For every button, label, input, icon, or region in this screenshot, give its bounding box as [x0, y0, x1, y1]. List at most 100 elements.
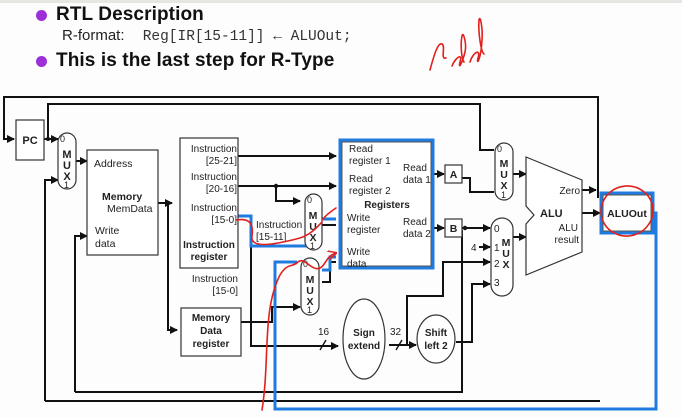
shift-left-2-unit: Shift left 2 [416, 314, 456, 364]
svg-text:data: data [347, 259, 367, 270]
register-file: Read register 1 Read register 2 Register… [341, 141, 432, 270]
slide-top-edge [0, 0, 682, 3]
bullet-title: This is the last step for R-Type [56, 50, 335, 71]
svg-text:[25-21]: [25-21] [206, 156, 237, 167]
svg-text:ALUOut: ALUOut [607, 208, 647, 220]
mux-memtoreg: 0 M U X 1 [300, 257, 320, 316]
svg-text:Read: Read [403, 163, 427, 174]
svg-text:1: 1 [501, 190, 506, 200]
bullet-title: RTL Description [56, 4, 204, 25]
instr-15-11-label: Instruction [256, 220, 302, 231]
svg-text:data 1: data 1 [403, 175, 431, 186]
handwritten-add-annotation [429, 17, 485, 71]
bullet-list: RTL Description [36, 4, 204, 26]
svg-text:Read: Read [349, 144, 373, 155]
mux-alu-src-b: 0 1 2 3 M U X [490, 217, 514, 297]
rtl-format-label: R-format: [62, 27, 125, 44]
svg-text:U: U [500, 169, 508, 181]
svg-text:X: X [502, 259, 509, 271]
memory-address-label: Address [94, 158, 133, 170]
svg-text:Shift: Shift [425, 328, 448, 339]
memory-data-register: Memory Data register [180, 307, 242, 357]
svg-text:register: register [191, 252, 228, 263]
svg-text:ALU: ALU [540, 208, 563, 220]
svg-text:1: 1 [64, 180, 69, 190]
svg-text:Registers: Registers [364, 200, 410, 211]
svg-text:[20-16]: [20-16] [206, 184, 237, 195]
bus-width-16: 16 [318, 327, 330, 338]
svg-text:register 1: register 1 [349, 156, 391, 167]
svg-text:Instruction: Instruction [191, 172, 237, 183]
svg-text:0: 0 [307, 195, 312, 205]
svg-text:Read: Read [349, 174, 373, 185]
svg-text:Write: Write [347, 247, 371, 258]
register-b: B [444, 218, 463, 238]
svg-text:B: B [450, 223, 458, 235]
svg-text:Instruction: Instruction [191, 203, 237, 214]
sign-extend-unit: Sign extend [342, 298, 386, 380]
ir-15-0-label: [15-0] [212, 286, 238, 297]
ir-15-0-label: Instruction [192, 274, 238, 285]
instr-15-11-label: [15-11] [256, 232, 287, 243]
svg-text:0: 0 [497, 144, 502, 154]
svg-text:Instruction: Instruction [183, 240, 235, 251]
svg-text:2: 2 [494, 259, 500, 270]
mux-iord: 0 M U X 1 [57, 132, 77, 190]
svg-text:X: X [63, 171, 71, 183]
svg-text:A: A [450, 169, 458, 181]
svg-text:0: 0 [303, 259, 308, 269]
aluout-register: ALUOut [602, 194, 652, 232]
instruction-register: Instruction [25-21] Instruction [20-16] … [179, 137, 239, 269]
bullet-rtl-description: RTL Description [36, 4, 204, 26]
bullet-last-step: This is the last step for R-Type [36, 50, 334, 72]
bullet-dot-icon [36, 9, 47, 21]
bus-width-32: 32 [390, 327, 402, 338]
svg-text:Sign: Sign [353, 328, 375, 339]
svg-text:M: M [306, 274, 315, 286]
pc-register: PC [15, 119, 45, 161]
svg-text:register: register [347, 225, 381, 236]
red-pen-annotations [235, 185, 654, 411]
svg-text:U: U [306, 285, 314, 297]
pc-label: PC [22, 135, 37, 147]
svg-text:1: 1 [310, 241, 315, 251]
rtl-code: Reg[IR[15-11]] ← ALUOut; [142, 29, 352, 45]
svg-text:Data: Data [200, 326, 222, 337]
bullet-dot-icon [36, 55, 47, 67]
svg-text:M: M [309, 210, 318, 222]
svg-text:M: M [62, 149, 71, 161]
svg-text:3: 3 [494, 278, 500, 289]
rtl-statement-line: R-format: Reg[IR[15-11]] ← ALUOut; [62, 27, 352, 45]
svg-text:0: 0 [60, 134, 65, 144]
svg-text:1: 1 [494, 243, 500, 254]
svg-text:data 2: data 2 [403, 229, 431, 240]
svg-text:U: U [309, 221, 317, 233]
svg-text:1: 1 [307, 305, 312, 315]
memory-title: Memory [102, 191, 142, 203]
svg-text:M: M [502, 237, 511, 249]
svg-text:left 2: left 2 [424, 341, 448, 352]
svg-text:Zero: Zero [559, 186, 580, 197]
mux-regdst: 0 M U X 1 [304, 193, 323, 251]
svg-text:Read: Read [403, 217, 427, 228]
alu: ALU Zero ALU result [525, 156, 583, 276]
constant-four-label: 4 [471, 243, 477, 254]
svg-text:extend: extend [348, 341, 380, 352]
svg-text:register 2: register 2 [349, 186, 391, 197]
register-a: A [444, 164, 463, 184]
svg-text:data: data [95, 238, 116, 250]
svg-text:result: result [555, 235, 580, 246]
svg-text:U: U [502, 248, 510, 260]
svg-text:Memory: Memory [192, 313, 231, 324]
memory-unit: Address Memory MemData Write data [86, 149, 159, 256]
svg-text:Write: Write [95, 225, 119, 237]
memdata-label: MemData [107, 203, 153, 215]
svg-text:0: 0 [494, 224, 500, 235]
svg-text:X: X [306, 296, 313, 308]
svg-text:[15-0]: [15-0] [211, 215, 237, 226]
svg-text:X: X [500, 180, 507, 192]
svg-text:register: register [193, 339, 230, 350]
svg-text:M: M [500, 158, 509, 170]
svg-text:Instruction: Instruction [191, 144, 237, 155]
